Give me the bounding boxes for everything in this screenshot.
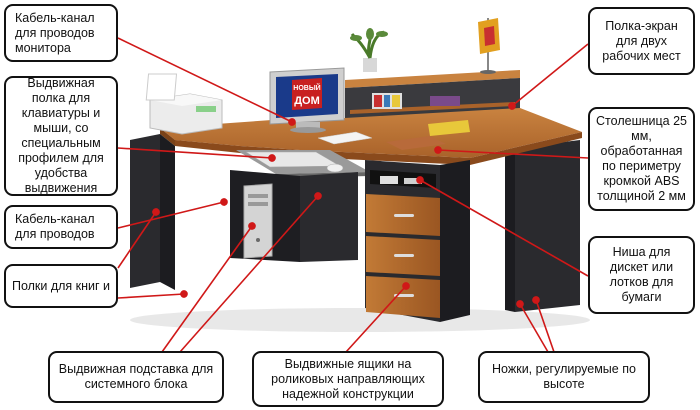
flag [478,18,500,74]
arrow-system-stand-2 [179,192,322,353]
label-niche-text: Ниша для дискет или лотков для бумаги [609,245,674,304]
label-drawers-text: Выдвижные ящики на роликовых направляющи… [271,356,425,401]
label-book-shelves: Полки для книг и [4,264,118,308]
drawer-pedestal [365,160,470,322]
label-drawers: Выдвижные ящики на роликовых направляющи… [252,351,444,407]
arrow-keyboard-shelf [117,147,276,162]
tabletop [160,108,582,165]
floor-shadow [130,308,590,332]
desk-papers [317,120,470,150]
label-cable-channel: Кабель-канал для проводов [4,205,118,249]
label-legs: Ножки, регулируемые по высоте [478,351,650,403]
label-tabletop: Столешница 25 мм, обработанная по периме… [588,107,695,211]
label-system-stand: Выдвижная подставка для системного блока [48,351,224,403]
printer [145,73,223,135]
arrow-book-shelves-1 [117,208,160,269]
left-side-panel [130,134,175,290]
arrow-book-shelves-2 [117,290,188,299]
arrow-niche [416,176,589,277]
label-book-shelves-text: Полки для книг и [11,278,111,293]
monitor-logo-bottom: ДОМ [294,95,320,107]
label-keyboard-shelf-text: Выдвижная полка для клавиатуры и мыши, с… [18,76,104,195]
label-tabletop-text: Столешница 25 мм, обработанная по периме… [596,114,687,203]
label-cable-channel-text: Кабель-канал для проводов [15,212,95,241]
arrow-drawers [345,282,410,353]
arrow-system-stand-1 [161,222,256,353]
label-niche: Ниша для дискет или лотков для бумаги [588,236,695,314]
system-unit-stand [230,170,358,262]
monitor-logo-top: НОВЫЙ [293,83,320,92]
arrow-legs-2 [532,296,555,353]
label-monitor-cable: Кабель-канал для проводов монитора [4,4,118,62]
arrow-legs-1 [516,300,549,353]
label-monitor-cable-text: Кабель-канал для проводов монитора [15,10,95,55]
plant [350,28,388,72]
pointer-arrows [117,37,589,353]
label-keyboard-shelf: Выдвижная полка для клавиатуры и мыши, с… [4,76,118,196]
arrow-monitor-cable [117,37,296,126]
arrow-cable-channel [117,198,228,229]
monitor: НОВЫЙ ДОМ [269,67,345,133]
label-legs-text: Ножки, регулируемые по высоте [492,362,636,391]
label-shelf-screen: Полка-экран для двух рабочих мест [588,7,695,75]
label-system-stand-text: Выдвижная подставка для системного блока [58,362,214,391]
label-shelf-screen-text: Полка-экран для двух рабочих мест [602,18,681,63]
right-cabinet [505,140,580,312]
arrow-shelf-screen [508,43,589,110]
arrow-tabletop [434,146,589,159]
